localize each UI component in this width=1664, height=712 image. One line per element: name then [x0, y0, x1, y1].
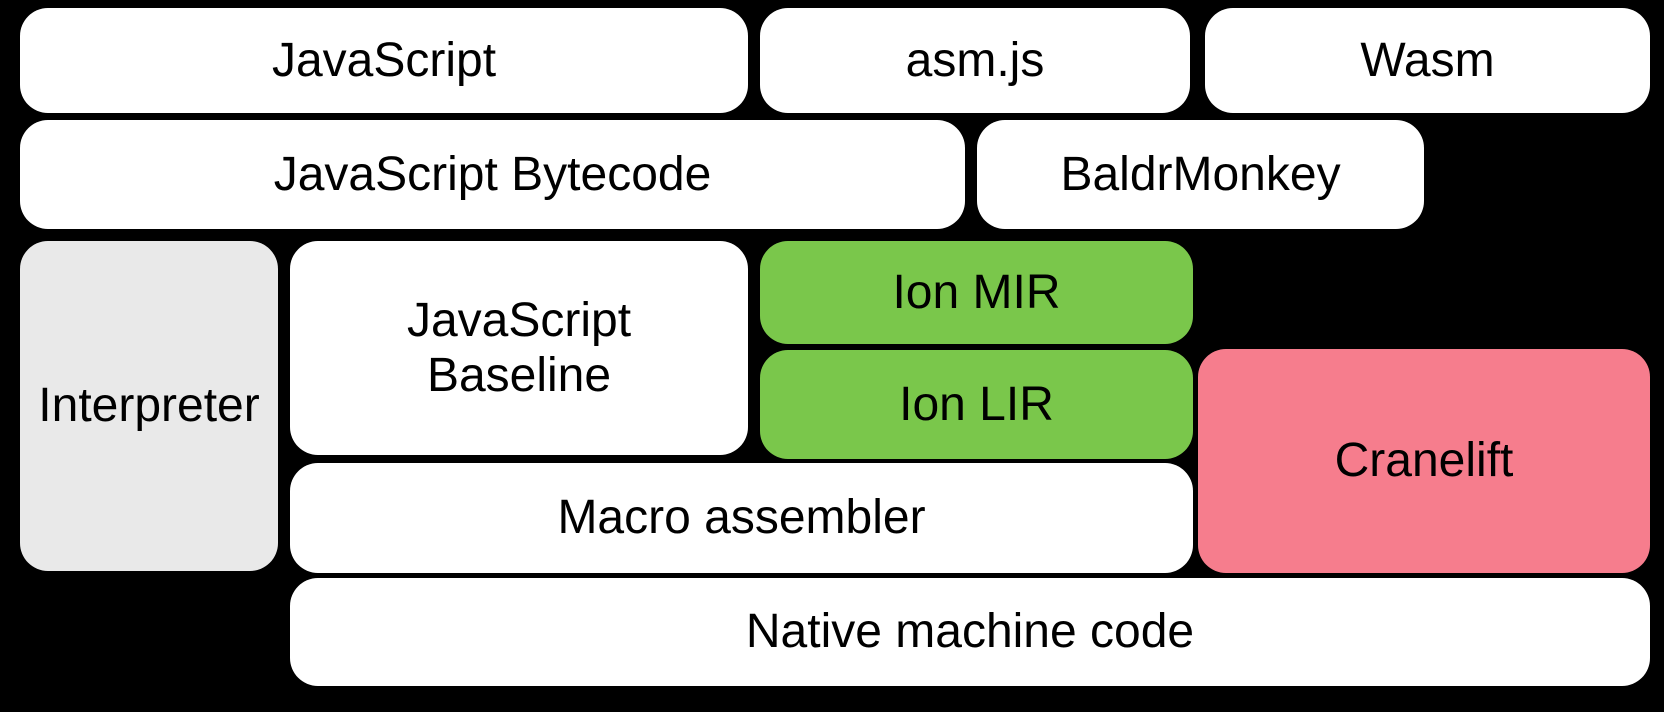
box-wasm: Wasm: [1205, 8, 1650, 113]
box-javascript-label: JavaScript: [271, 33, 497, 87]
box-javascript-bytecode: JavaScript Bytecode: [20, 120, 965, 229]
box-javascript-bytecode-label: JavaScript Bytecode: [273, 147, 712, 201]
box-javascript-baseline: JavaScript Baseline: [290, 241, 748, 455]
box-macro-assembler-label: Macro assembler: [557, 491, 926, 545]
box-interpreter: Interpreter: [20, 241, 278, 571]
box-baldrmonkey: BaldrMonkey: [977, 120, 1424, 229]
box-interpreter-label: Interpreter: [38, 379, 260, 433]
box-ion-lir: Ion LIR: [760, 350, 1193, 459]
box-native-machine-code-label: Native machine code: [745, 605, 1195, 659]
box-javascript-baseline-label: JavaScript Baseline: [406, 293, 632, 402]
box-native-machine-code: Native machine code: [290, 578, 1650, 686]
box-ion-lir-label: Ion LIR: [899, 377, 1054, 431]
box-cranelift: Cranelift: [1198, 349, 1650, 573]
box-ion-mir-label: Ion MIR: [892, 265, 1061, 319]
box-asmjs-label: asm.js: [905, 33, 1045, 87]
box-javascript: JavaScript: [20, 8, 748, 113]
box-baldrmonkey-label: BaldrMonkey: [1060, 147, 1341, 201]
box-asmjs: asm.js: [760, 8, 1190, 113]
box-cranelift-label: Cranelift: [1334, 434, 1514, 488]
box-macro-assembler: Macro assembler: [290, 463, 1193, 573]
box-wasm-label: Wasm: [1360, 33, 1495, 87]
box-ion-mir: Ion MIR: [760, 241, 1193, 344]
